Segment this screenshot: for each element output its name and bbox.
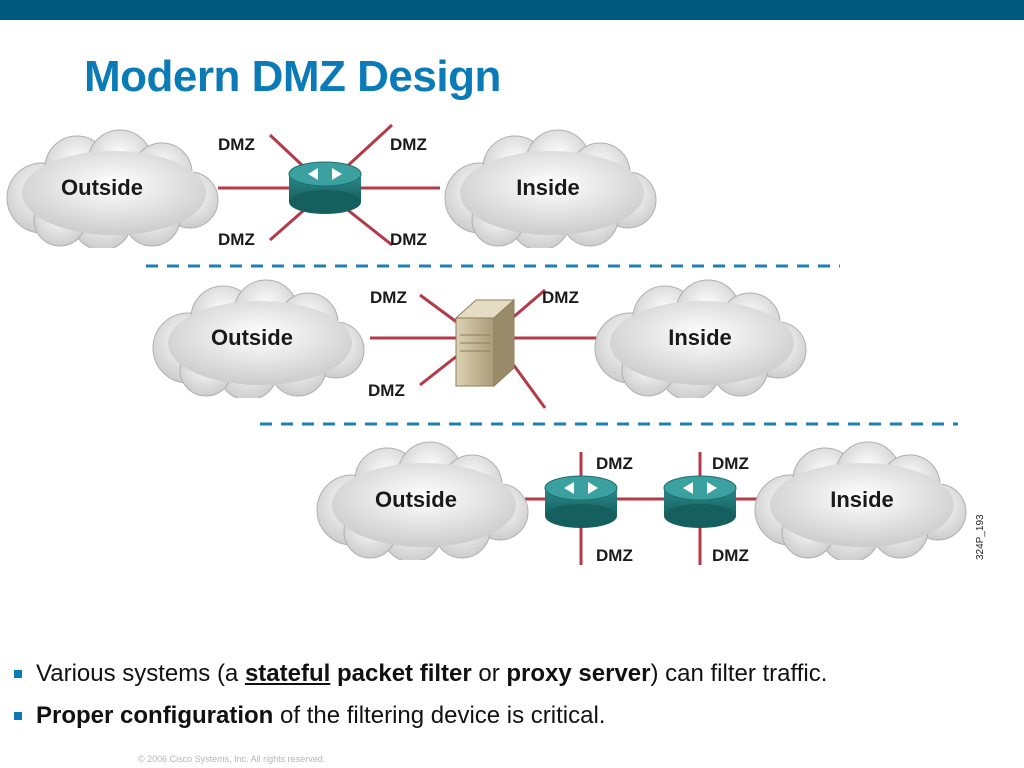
dmz-label: DMZ [712, 454, 749, 473]
router-icon [544, 475, 618, 528]
server-icon [454, 298, 516, 388]
bullet-list: Various systems (a stateful packet filte… [14, 660, 1014, 744]
bullet-marker [14, 712, 22, 720]
figure-code: 324P_193 [975, 514, 986, 560]
dmz-label: DMZ [390, 135, 427, 154]
bullet-keyword: Proper configuration [36, 702, 274, 729]
slide-title: Modern DMZ Design [84, 52, 501, 101]
bullet-keyword: proxy server [506, 660, 651, 687]
bullet-item: Proper configuration of the filtering de… [14, 702, 1014, 730]
dmz-label: DMZ [390, 230, 427, 249]
inside-label-3: Inside [830, 487, 894, 512]
bullet-text-part: of the filtering device is critical. [273, 702, 606, 729]
bullet-text-part [330, 660, 337, 687]
outside-label-1: Outside [61, 175, 143, 200]
bullet-item: Various systems (a stateful packet filte… [14, 660, 1014, 688]
dmz-label: DMZ [596, 546, 633, 565]
router-icon [663, 475, 737, 528]
dmz-label: DMZ [596, 454, 633, 473]
bullet-text-part: or [471, 660, 507, 687]
dmz-label: DMZ [542, 288, 579, 307]
dmz-label: DMZ [218, 135, 255, 154]
outside-label-3: Outside [375, 487, 457, 512]
outside-label-2: Outside [211, 325, 293, 350]
dmz-label: DMZ [712, 546, 749, 565]
bullet-text: Proper configuration of the filtering de… [36, 702, 605, 730]
top-bar [0, 0, 1024, 20]
bullet-text-part: ) can filter traffic. [650, 660, 828, 687]
dmz-diagram: Outside Inside DMZ DMZ DMZ DMZ Outside I… [6, 123, 986, 565]
bullet-keyword: stateful [244, 660, 331, 687]
inside-label-2: Inside [668, 325, 732, 350]
inside-label-1: Inside [516, 175, 580, 200]
bullet-text: Various systems (a stateful packet filte… [36, 660, 827, 688]
copyright-footer: © 2006 Cisco Systems, Inc. All rights re… [138, 754, 326, 764]
dmz-label: DMZ [370, 288, 407, 307]
dmz-label: DMZ [368, 381, 405, 400]
bullet-marker [14, 670, 22, 678]
router-icon [288, 161, 362, 214]
dmz-label: DMZ [218, 230, 255, 249]
bullet-keyword: packet filter [336, 660, 472, 687]
bullet-text-part: Various systems (a [36, 660, 245, 687]
